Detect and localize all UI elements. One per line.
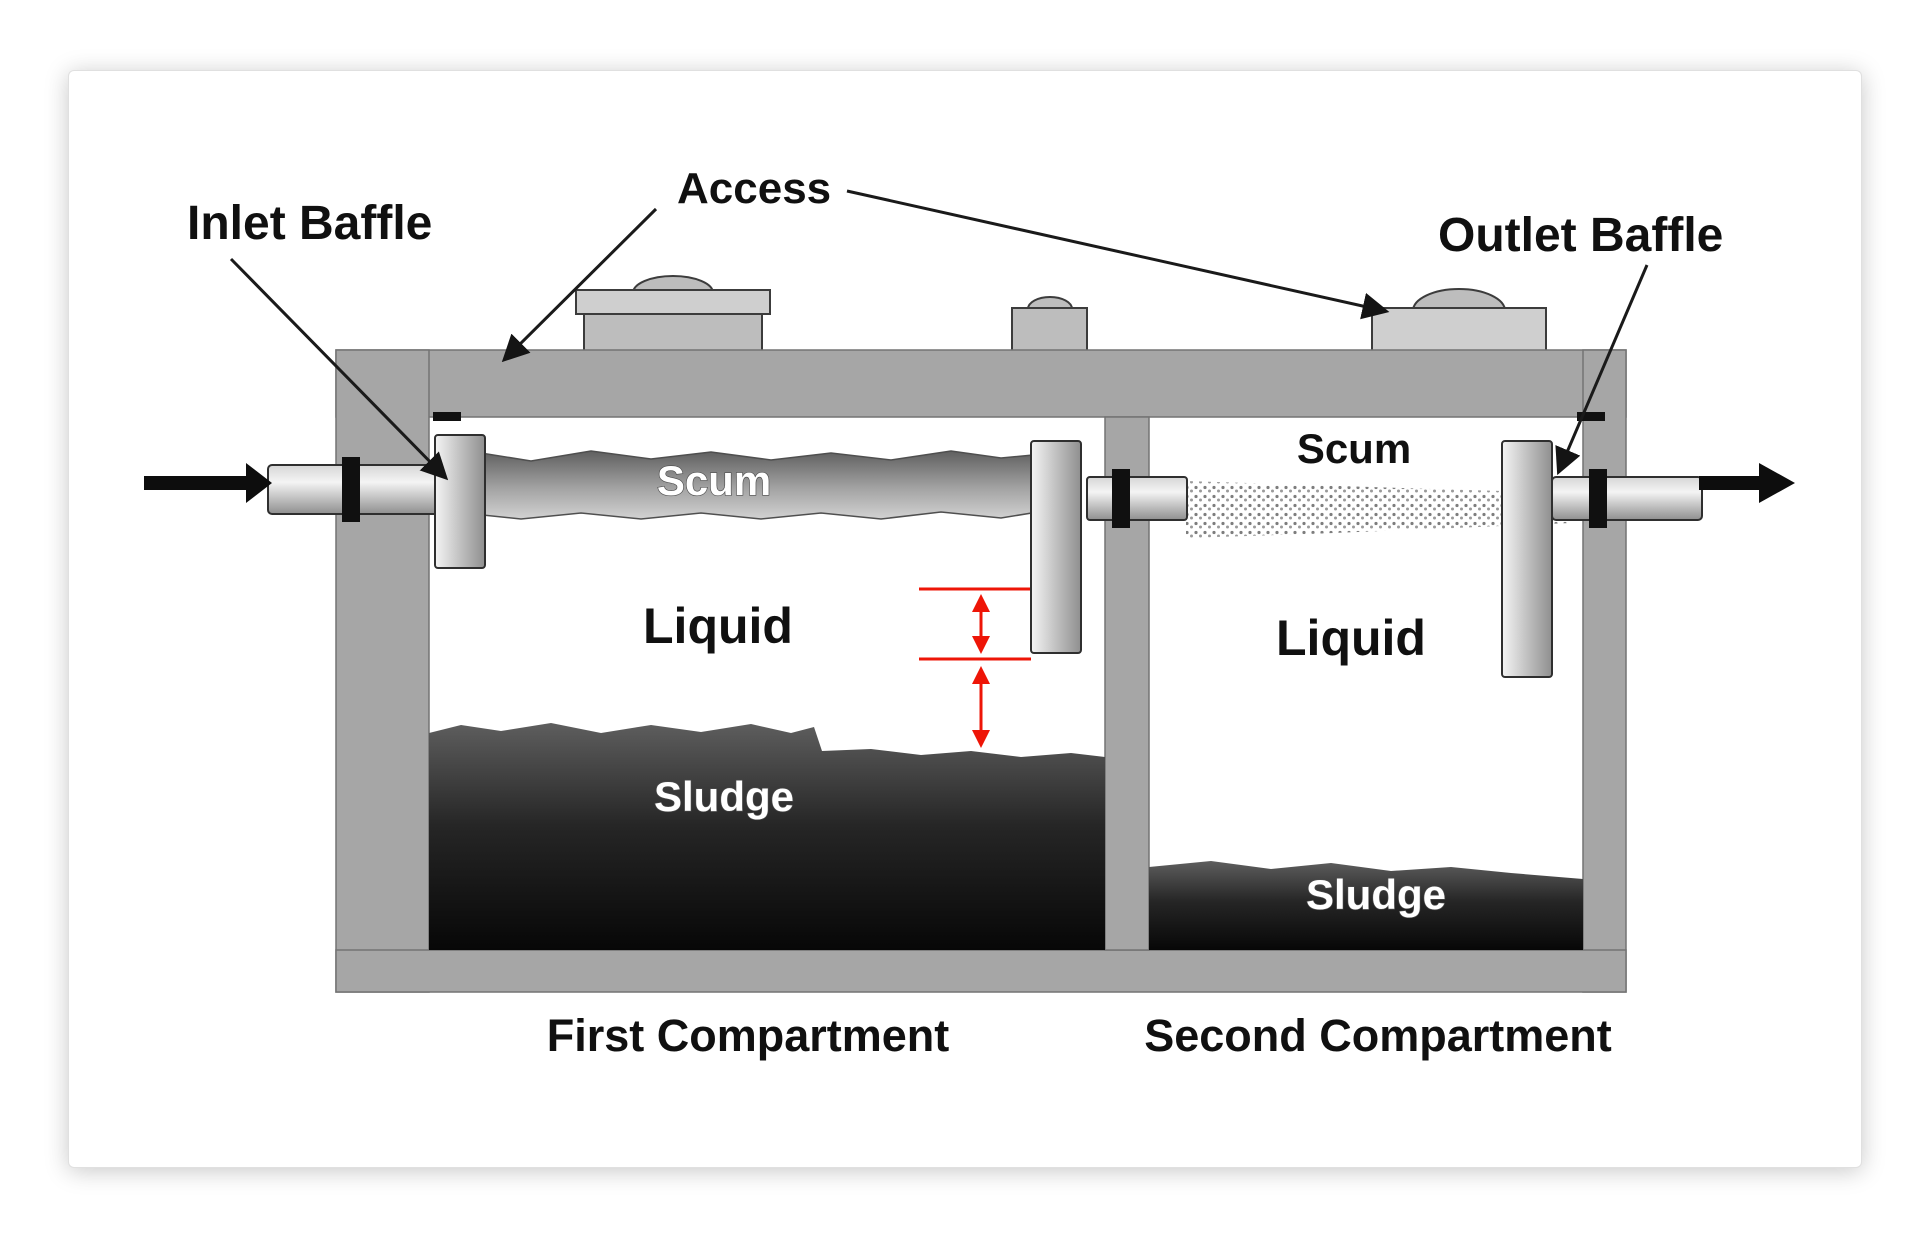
first-scum-label: Scum: [657, 457, 771, 504]
flow-arrows: [144, 463, 1795, 503]
second-liquid-label: Liquid: [1276, 610, 1426, 666]
right-wall-notch: [1577, 412, 1605, 421]
second-scum-label: Scum: [1297, 425, 1411, 472]
tank-bottom-slab: [335, 949, 1627, 993]
measurement-marks: [919, 587, 1031, 748]
access-risers: [575, 275, 1547, 353]
outlet-pipe-coupling: [1589, 469, 1607, 528]
access-left-leader-line: [501, 207, 658, 363]
inlet-baffle-label: Inlet Baffle: [187, 197, 432, 250]
left-wall-notch: [433, 412, 461, 421]
access-right-leader-line: [846, 189, 1390, 320]
first-compartment-outlet-baffle: [1030, 440, 1082, 654]
first-compartment-contents: [429, 450, 1105, 950]
inlet-flow-arrow-shaft: [144, 476, 246, 490]
inlet-baffle: [434, 434, 486, 569]
access-label: Access: [677, 164, 831, 213]
left-riser-lid: [575, 289, 771, 315]
inlet-pipe-coupling: [342, 457, 360, 522]
second-compartment-scum-layer: [1186, 481, 1571, 538]
second-compartment-contents: [1149, 481, 1583, 950]
inlet-flow-arrow-icon: [246, 463, 272, 503]
second-sludge-label: Sludge: [1306, 871, 1446, 918]
right-access-riser: [1371, 307, 1547, 353]
septic-tank-diagram: Inlet Baffle Access Outlet Baffle Scum S…: [144, 164, 1795, 1061]
inlet-baffle-leader-line: [229, 257, 449, 481]
outlet-baffle-label: Outlet Baffle: [1438, 209, 1723, 262]
first-liquid-label: Liquid: [643, 598, 793, 654]
first-compartment-label: First Compartment: [547, 1010, 950, 1061]
transfer-pipe-coupling: [1112, 469, 1130, 528]
diagram-card: Inlet Baffle Access Outlet Baffle Scum S…: [68, 70, 1862, 1168]
left-access-riser: [583, 307, 763, 353]
second-compartment-label: Second Compartment: [1144, 1010, 1612, 1061]
outlet-pipe: [1551, 476, 1703, 521]
outlet-flow-arrow-shaft: [1699, 476, 1759, 490]
tank-shell: [335, 349, 1627, 993]
first-compartment-sludge-layer: [429, 723, 1105, 950]
outlet-baffle-leader-line: [1555, 264, 1649, 476]
tank-top-slab: [335, 349, 1627, 418]
outlet-baffle: [1501, 440, 1553, 678]
plumbing: [267, 434, 1703, 678]
middle-access-riser: [1011, 307, 1088, 353]
labels: Inlet Baffle Access Outlet Baffle Scum S…: [187, 164, 1723, 1061]
outlet-flow-arrow-icon: [1759, 463, 1795, 503]
first-sludge-label: Sludge: [654, 773, 794, 820]
transfer-pipe: [1086, 476, 1188, 521]
second-compartment-sludge-layer: [1149, 861, 1583, 950]
leader-lines: [229, 189, 1649, 481]
tank-right-wall: [1582, 349, 1627, 993]
